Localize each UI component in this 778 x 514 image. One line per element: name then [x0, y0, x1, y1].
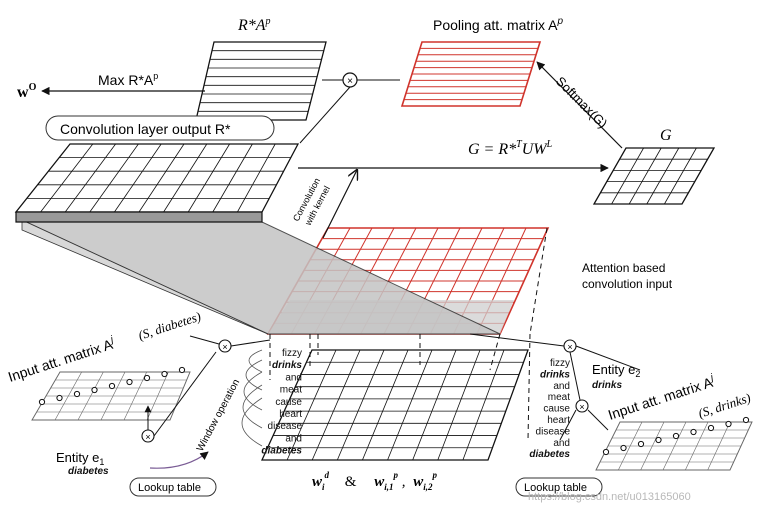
conv-output-grid — [14, 143, 300, 213]
attention-label-1: Attention based — [582, 261, 665, 275]
sentence-right-word: fizzy — [550, 358, 570, 369]
s-diabetes-label: (S, diabetes) — [136, 309, 202, 343]
sentence-right: fizzydrinksandmeatcauseheartdiseaseanddi… — [529, 358, 570, 460]
sentence-left: fizzydrinksandmeatcauseheartdiseaseanddi… — [261, 348, 302, 457]
right-conn-4 — [587, 409, 609, 431]
rstar-ap-grid — [195, 41, 327, 121]
sentence-left-word: cause — [275, 397, 302, 408]
conv-output-slab-side — [15, 211, 263, 223]
conv-output-pill: Convolution layer output R* — [45, 115, 275, 141]
lookup-left-pill: Lookup table — [129, 477, 217, 497]
otimes-right: × — [563, 339, 577, 353]
right-conn-1 — [469, 333, 565, 347]
g-matrix-grid — [592, 147, 716, 205]
wo-label: wO — [17, 82, 37, 101]
lookup-curve-arrow — [149, 451, 209, 469]
sentence-right-word: and — [553, 381, 570, 392]
svg-text:×: × — [145, 432, 150, 442]
sentence-right-word: meat — [548, 392, 570, 403]
right-conn-2 — [575, 345, 641, 371]
entity2-label: Entity e2 — [592, 362, 640, 379]
left-conn-4 — [153, 351, 217, 437]
sentence-right-word: diabetes — [529, 449, 570, 460]
sentence-right-word: heart — [547, 415, 570, 426]
svg-text:Lookup table: Lookup table — [524, 482, 587, 494]
softmax-label: Softmax(G) — [553, 74, 611, 132]
window-arcs — [241, 349, 263, 447]
svg-text:×: × — [567, 342, 572, 352]
convolution-wedge-left — [21, 219, 269, 335]
softmax-arrow — [536, 61, 623, 149]
dashed-projections — [269, 227, 548, 441]
input-att-left-grid — [31, 371, 191, 421]
svg-text:×: × — [579, 402, 584, 412]
input-att-right-dots — [602, 416, 750, 456]
sentence-left-word: fizzy — [282, 348, 302, 359]
sentence-right-word: and — [553, 438, 570, 449]
max-label: Max R*Ap — [98, 71, 158, 88]
right-conn-5 — [559, 409, 577, 441]
otimes-top: × — [342, 72, 358, 88]
g-label: G — [660, 127, 672, 144]
sentence-right-word: cause — [543, 404, 570, 415]
sentence-left-word: and — [285, 372, 302, 383]
svg-text:×: × — [347, 76, 353, 87]
otimes-left-low: × — [141, 429, 155, 443]
bottom-eq: wid & wi,1p , wi,2p — [312, 466, 438, 492]
sentence-left-word: heart — [279, 409, 302, 420]
pooling-grid — [400, 41, 542, 107]
entity1-label: Entity e1 — [56, 450, 104, 467]
rstar-ap-label: R*Ap — [237, 16, 271, 34]
sentence-left-word: drinks — [272, 360, 302, 371]
right-conn-3 — [569, 351, 581, 401]
sentence-left-word: diabetes — [261, 446, 302, 457]
left-conn-2 — [230, 339, 271, 347]
svg-text:×: × — [222, 342, 227, 352]
sentence-matrix-grid — [261, 349, 529, 461]
sentence-left-word: and — [285, 433, 302, 444]
svg-text:Convolution layer output R*: Convolution layer output R* — [60, 121, 231, 137]
sentence-right-word: drinks — [540, 369, 570, 380]
entity2-word: drinks — [592, 380, 622, 391]
otimes-right-low: × — [575, 399, 589, 413]
pooling-label: Pooling att. matrix Ap — [433, 16, 564, 33]
input-att-right-grid — [595, 421, 753, 471]
sentence-right-word: disease — [536, 426, 571, 437]
watermark: https://blog.csdn.net/u013165060 — [528, 491, 691, 503]
sentence-left-word: meat — [280, 385, 302, 396]
g-equation: G = R*TUWL — [468, 139, 553, 158]
svg-text:Lookup table: Lookup table — [138, 482, 201, 494]
lookup-right-pill: Lookup table — [515, 477, 603, 497]
conv-kernel-arrow — [322, 170, 357, 239]
attention-label-2: convolution input — [582, 277, 673, 291]
sentence-left-word: disease — [268, 421, 303, 432]
input-att-left-dots — [38, 366, 186, 406]
window-op-label: Window operation — [195, 378, 242, 454]
left-conn-1 — [189, 335, 220, 345]
entity1-word: diabetes — [68, 466, 109, 477]
s-drinks-label: (S, drinks) — [696, 390, 752, 421]
otimes-left: × — [218, 339, 232, 353]
otimes-down — [299, 86, 351, 144]
